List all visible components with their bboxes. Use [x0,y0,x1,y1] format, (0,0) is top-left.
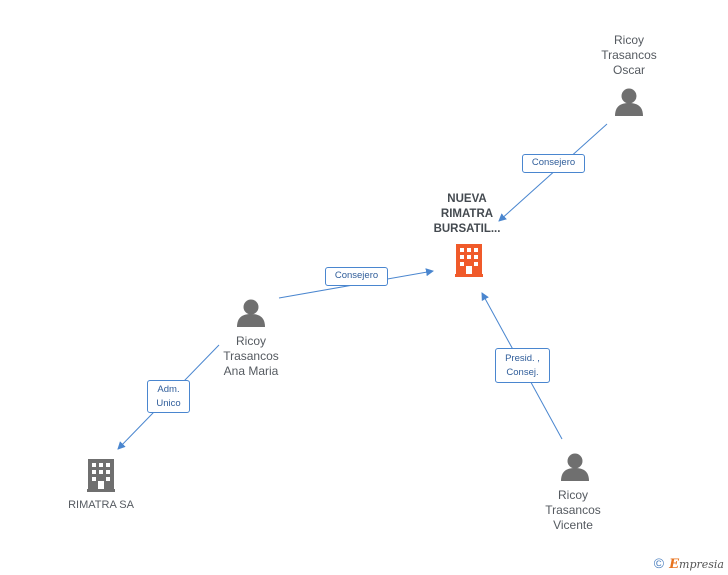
copyright-icon: © [653,555,665,571]
main-company-label[interactable]: NUEVA RIMATRA BURSATIL... [433,193,501,235]
company-label-rimatra-sa[interactable]: RIMATRA SA [68,499,134,511]
building-icon[interactable] [455,244,483,277]
building-icon[interactable] [87,459,115,492]
relation-label-ana-rimatra: Adm. Unico [147,380,190,413]
person-icon[interactable] [237,299,265,328]
brand-logo-initial: E [669,557,680,572]
relation-label-vicente: Presid. , Consej. [495,348,550,383]
relation-label-ana-main: Consejero [325,267,388,286]
footer-brand: © Empresia [654,555,724,572]
person-label-vicente[interactable]: Ricoy Trasancos Vicente [545,488,601,532]
person-icon[interactable] [561,453,589,482]
person-icon[interactable] [615,88,643,117]
brand-logo-text: mpresia [679,558,724,571]
relation-label-oscar: Consejero [522,154,585,173]
person-label-ana-maria[interactable]: Ricoy Trasancos Ana Maria [223,334,279,378]
person-label-oscar[interactable]: Ricoy Trasancos Oscar [601,33,657,77]
